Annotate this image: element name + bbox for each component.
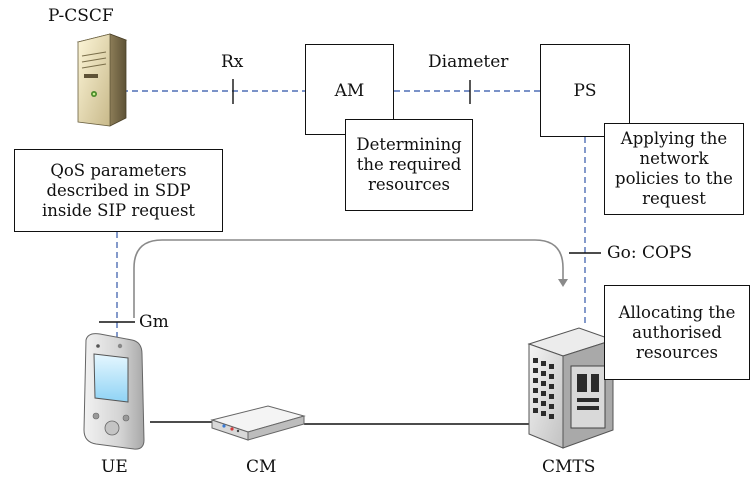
- ps-node-box: [540, 44, 630, 137]
- pcscf-server-icon: [76, 33, 128, 127]
- gm-label: Gm: [139, 312, 169, 332]
- applying-policies-note: Applying the network policies to the req…: [604, 123, 744, 215]
- ue-phone-icon: [83, 333, 145, 450]
- cm-label: CM: [246, 457, 277, 477]
- cmts-label: CMTS: [542, 457, 596, 477]
- rx-label: Rx: [221, 52, 244, 72]
- cm-modem-icon: [210, 405, 306, 441]
- ue-label: UE: [101, 457, 128, 477]
- cmts-equipment-icon: [527, 327, 615, 449]
- pcscf-label: P-CSCF: [48, 6, 114, 26]
- flow-arrow: [133, 239, 568, 318]
- am-label: AM: [334, 81, 365, 101]
- ps-label: PS: [573, 81, 597, 101]
- allocating-resources-note: Allocating the authorised resources: [604, 285, 750, 380]
- determining-resources-note: Determining the required resources: [345, 119, 473, 211]
- qos-parameters-note: QoS parameters described in SDP inside S…: [14, 149, 223, 232]
- go-cops-label: Go: COPS: [607, 243, 692, 263]
- diameter-label: Diameter: [428, 52, 509, 72]
